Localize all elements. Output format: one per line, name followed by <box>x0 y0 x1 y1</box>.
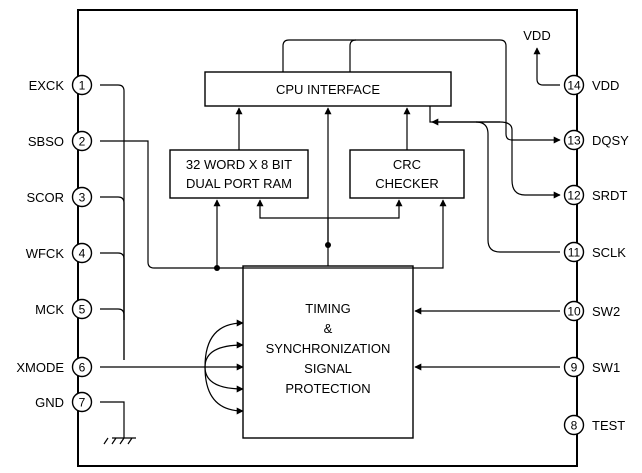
wires <box>100 39 561 445</box>
pin-2-circle <box>71 130 93 152</box>
pin-11-name: SCLK <box>592 245 626 260</box>
pin-13: 13 DQSY <box>563 129 629 151</box>
chip-outline <box>77 9 578 467</box>
pin-13-circle <box>563 129 585 151</box>
pin-11: 11 SCLK <box>563 241 626 263</box>
pin-4: WFCK 4 <box>26 242 93 264</box>
wire-sclk <box>475 121 560 253</box>
pin-7-name: GND <box>35 395 64 410</box>
pin-6: XMODE 6 <box>16 356 93 378</box>
pin-9: 9 SW1 <box>563 356 620 378</box>
pin-11-circle <box>563 241 585 263</box>
wire-wfck <box>100 252 125 360</box>
pin-2: SBSO 2 <box>28 130 93 152</box>
wire-cpu-dqsy <box>282 39 561 144</box>
timing-label-line2: & <box>324 321 333 336</box>
wire-fan-2 <box>204 341 244 368</box>
wire-gnd <box>100 401 125 438</box>
wire-fan-4 <box>204 366 244 393</box>
pin-11-number: 11 <box>568 246 581 260</box>
pin-1: EXCK 1 <box>29 74 93 96</box>
wire-vdd <box>533 47 560 86</box>
timing-label-line4: SIGNAL <box>304 361 352 376</box>
pin-3-number: 3 <box>79 191 86 205</box>
dual-port-ram-block: 32 WORD X 8 BIT DUAL PORT RAM <box>169 149 309 199</box>
wire-cpu-srdt <box>349 39 357 72</box>
pin-8: 8 TEST <box>563 414 625 436</box>
timing-label-line1: TIMING <box>305 301 351 316</box>
pin-7: GND 7 <box>35 391 93 413</box>
wire-exck <box>100 84 125 320</box>
pin-10-circle <box>563 300 585 322</box>
pin-5-name: MCK <box>35 302 64 317</box>
pin-8-name: TEST <box>592 418 625 433</box>
junction-dot <box>325 242 331 248</box>
pin-13-number: 13 <box>567 134 581 148</box>
right-pins: 14 VDD 13 DQSY 12 SRDT 11 SCLK 10 SW2 9 … <box>563 74 629 436</box>
pin-7-circle <box>71 391 93 413</box>
crc-checker-block: CRC CHECKER <box>349 149 465 199</box>
pin-4-number: 4 <box>79 247 86 261</box>
wire-fan-1 <box>204 319 244 368</box>
pin-1-circle <box>71 74 93 96</box>
pin-8-circle <box>563 414 585 436</box>
pin-9-name: SW1 <box>592 360 620 375</box>
pin-8-number: 8 <box>571 419 578 433</box>
pin-5: MCK 5 <box>35 298 93 320</box>
wire-mck <box>100 308 125 360</box>
wire-gnd-symbol <box>103 437 136 445</box>
pin-3: SCOR 3 <box>26 186 93 208</box>
pin-5-number: 5 <box>79 303 86 317</box>
pin-4-name: WFCK <box>26 246 65 261</box>
pin-12-name: SRDT <box>592 188 627 203</box>
wire-bus <box>147 150 447 269</box>
crc-label-line1: CRC <box>393 157 421 172</box>
pin-1-name: EXCK <box>29 78 65 93</box>
vdd-supply-label: VDD <box>523 28 550 43</box>
pin-2-name: SBSO <box>28 134 64 149</box>
pin-10-name: SW2 <box>592 304 620 319</box>
pin-3-circle <box>71 186 93 208</box>
timing-label-line3: SYNCHRONIZATION <box>266 341 391 356</box>
wire-fan-5 <box>204 366 244 415</box>
pin-2-number: 2 <box>79 135 86 149</box>
pin-10-number: 10 <box>567 305 581 319</box>
left-pins: EXCK 1 SBSO 2 SCOR 3 WFCK 4 MCK 5 XMODE … <box>16 74 93 413</box>
pin-14-name: VDD <box>592 78 619 93</box>
pin-7-number: 7 <box>79 396 86 410</box>
wire-scor <box>100 196 125 320</box>
pin-6-number: 6 <box>79 361 86 375</box>
pin-9-circle <box>563 356 585 378</box>
timing-block: TIMING & SYNCHRONIZATION SIGNAL PROTECTI… <box>242 265 414 439</box>
pin-14-number: 14 <box>567 79 581 93</box>
ram-label-line1: 32 WORD X 8 BIT <box>186 157 292 172</box>
wire-loop <box>256 199 403 219</box>
crc-label-line2: CHECKER <box>375 176 439 191</box>
pin-9-number: 9 <box>571 361 578 375</box>
pin-12-number: 12 <box>567 189 581 203</box>
pin-5-circle <box>71 298 93 320</box>
pin-10: 10 SW2 <box>563 300 620 322</box>
pin-12-circle <box>563 184 585 206</box>
pin-13-name: DQSY <box>592 133 629 148</box>
cpu-interface-label: CPU INTERFACE <box>276 82 380 97</box>
pin-14: 14 VDD <box>563 74 619 96</box>
pin-6-name: XMODE <box>16 360 64 375</box>
pin-3-name: SCOR <box>26 190 64 205</box>
cpu-interface-block: CPU INTERFACE <box>204 71 452 107</box>
pin-1-number: 1 <box>79 79 86 93</box>
junction-dot <box>214 265 220 271</box>
pin-14-circle <box>563 74 585 96</box>
pin-12: 12 SRDT <box>563 184 627 206</box>
wire-cpu-srdt-out <box>429 106 561 199</box>
pin-4-circle <box>71 242 93 264</box>
wire-sbso <box>100 140 149 150</box>
ram-label-line2: DUAL PORT RAM <box>186 176 292 191</box>
pin-6-circle <box>71 356 93 378</box>
timing-label-line5: PROTECTION <box>285 381 370 396</box>
